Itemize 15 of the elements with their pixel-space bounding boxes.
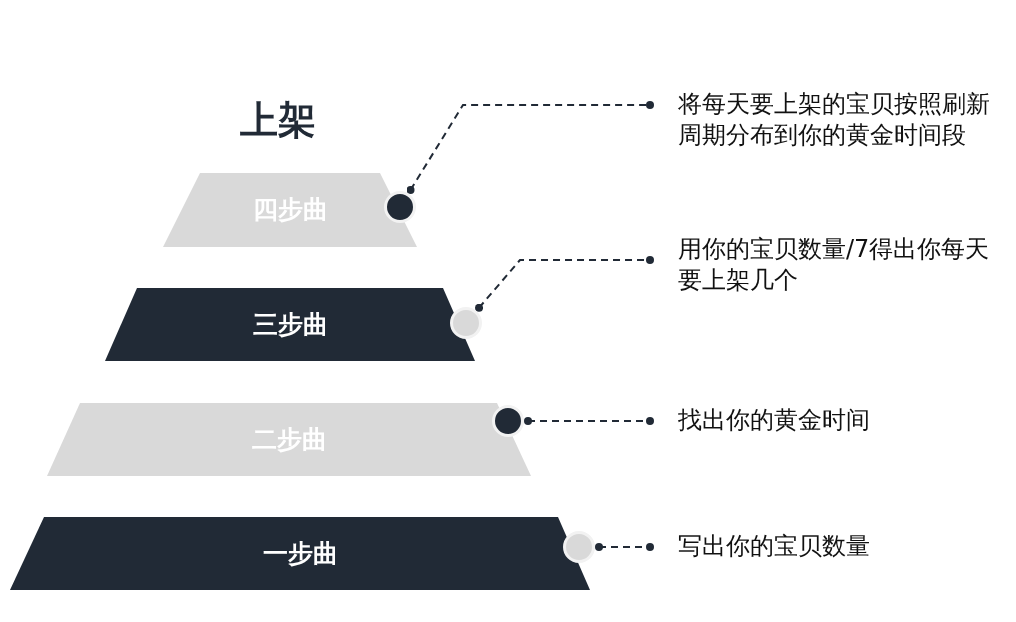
title: 上架 [240, 98, 316, 142]
leader-line [475, 256, 654, 312]
note-text: 将每天要上架的宝贝按照刷新周期分布到你的黄金时间段 [678, 89, 991, 151]
circle-marker [384, 191, 416, 223]
note-text: 找出你的黄金时间 [678, 405, 871, 436]
tier-label: 一步曲 [261, 538, 339, 569]
tier-label: 三步曲 [251, 309, 329, 340]
leader-line [406, 101, 654, 194]
note-text: 写出你的宝贝数量 [678, 531, 871, 562]
circle-marker [563, 531, 595, 563]
leader-line [595, 543, 654, 551]
circle-marker [450, 307, 482, 339]
leader-line [524, 417, 654, 425]
circle-marker [492, 405, 524, 437]
note-text: 用你的宝贝数量/7得出你每天要上架几个 [678, 234, 991, 296]
